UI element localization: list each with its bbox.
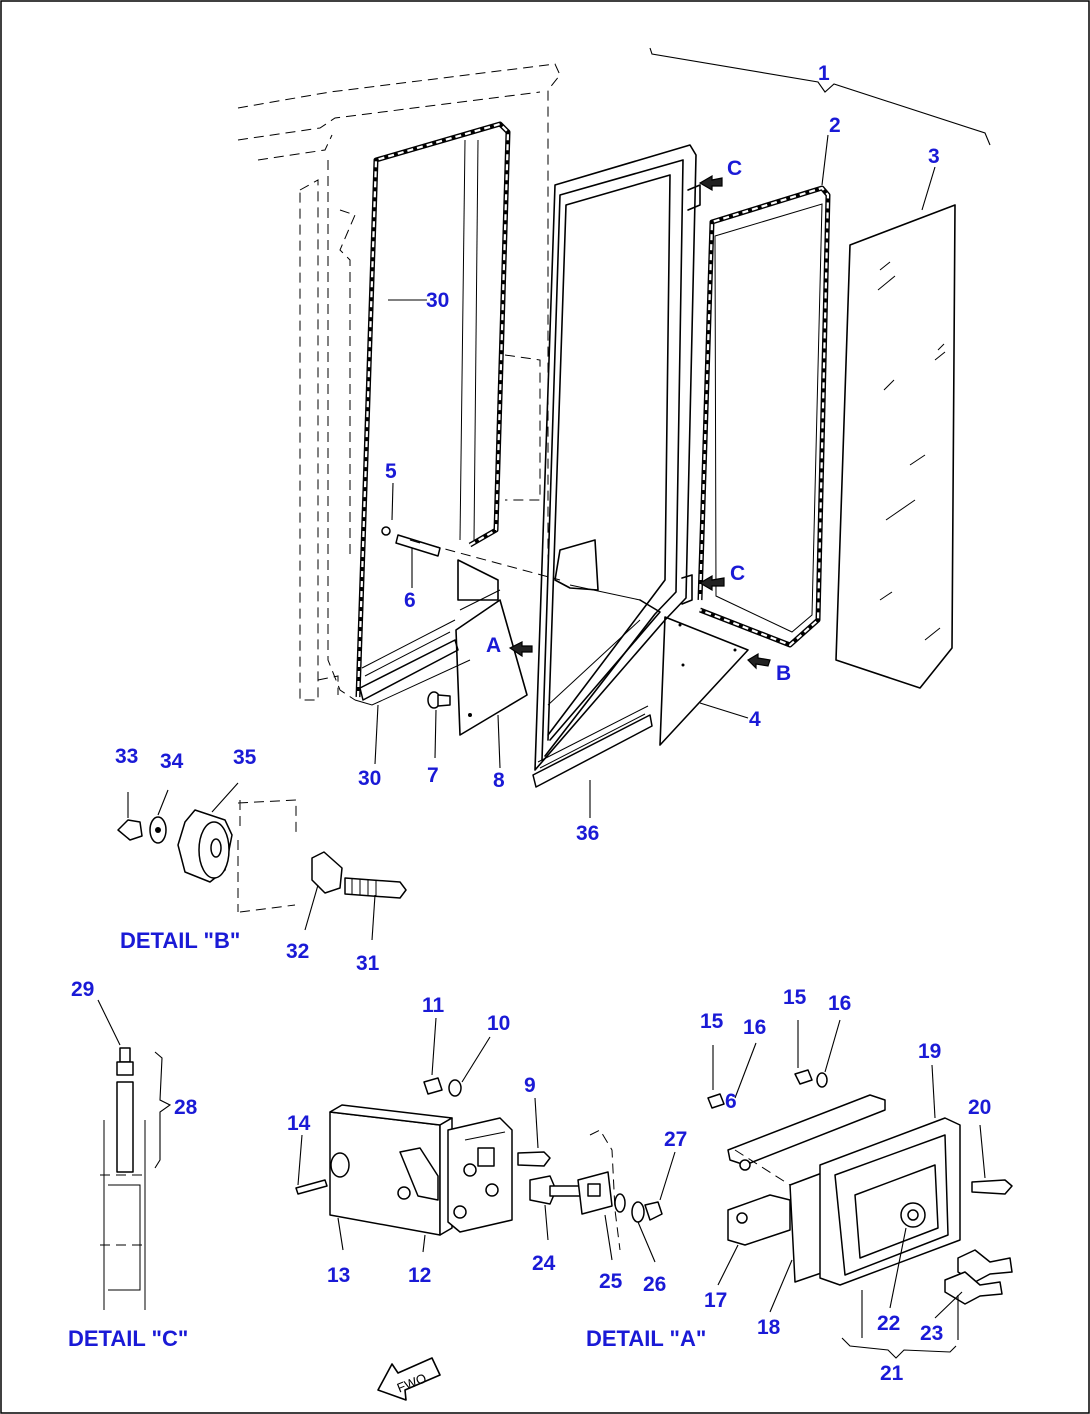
detail-b-roller	[117, 782, 407, 941]
label-6: 6	[404, 589, 416, 612]
label-10: 10	[487, 1012, 510, 1035]
rear-frame-seal-30	[354, 121, 511, 706]
detail-a-lock-assembly	[295, 1017, 1013, 1359]
detail-a-title: DETAIL "A"	[586, 1326, 706, 1351]
label-c-bottom: C	[730, 562, 745, 585]
bolt-7	[427, 691, 451, 709]
label-30-lower: 30	[358, 767, 381, 790]
label-24: 24	[532, 1252, 556, 1275]
cab-body	[237, 63, 561, 701]
label-18: 18	[757, 1316, 781, 1339]
label-c-top: C	[727, 157, 742, 180]
arrow-c-top	[698, 174, 723, 192]
label-12: 12	[408, 1264, 431, 1287]
label-20: 20	[968, 1096, 991, 1119]
detail-c-hinge-pin	[97, 999, 172, 1310]
label-31: 31	[356, 952, 380, 975]
label-35: 35	[233, 746, 257, 769]
label-17: 17	[704, 1289, 727, 1312]
label-9: 9	[524, 1074, 536, 1097]
label-13: 13	[327, 1264, 350, 1287]
label-6-b: 6	[725, 1090, 737, 1113]
label-4: 4	[749, 708, 761, 731]
label-15-b: 15	[783, 986, 807, 1009]
label-1: 1	[818, 62, 830, 85]
label-2: 2	[829, 114, 841, 137]
label-5: 5	[385, 460, 397, 483]
label-16-a: 16	[743, 1016, 766, 1039]
lower-panel-4	[659, 616, 749, 746]
label-19: 19	[918, 1040, 941, 1063]
arrow-c-bottom	[698, 574, 725, 592]
label-3: 3	[928, 145, 940, 168]
lower-rail	[359, 619, 459, 701]
forward-arrow: FWO	[377, 1357, 441, 1401]
label-27: 27	[664, 1128, 687, 1151]
label-26: 26	[643, 1273, 666, 1296]
door-glass-3	[835, 204, 956, 689]
label-22: 22	[877, 1312, 900, 1335]
label-34: 34	[160, 750, 184, 773]
label-29: 29	[71, 978, 94, 1001]
label-11: 11	[422, 994, 445, 1017]
label-a: A	[486, 634, 501, 657]
glass-seal-2	[697, 185, 831, 648]
fwo-text: FWO	[395, 1370, 429, 1395]
detail-c-title: DETAIL "C"	[68, 1326, 188, 1351]
plate-8	[455, 559, 528, 736]
bolt-5-6	[381, 526, 441, 557]
label-23: 23	[920, 1322, 943, 1345]
label-16-b: 16	[828, 992, 851, 1015]
bracket-1	[649, 47, 991, 146]
label-21: 21	[880, 1362, 904, 1385]
label-28: 28	[174, 1096, 198, 1119]
label-b: B	[776, 662, 791, 685]
label-8: 8	[493, 769, 505, 792]
label-36: 36	[576, 822, 599, 845]
label-15-a: 15	[700, 1010, 724, 1033]
door-frame	[532, 144, 701, 788]
detail-b-title: DETAIL "B"	[120, 928, 240, 953]
arrow-a	[508, 641, 533, 658]
label-30-upper: 30	[426, 289, 449, 312]
label-7: 7	[427, 764, 439, 787]
label-25: 25	[599, 1270, 623, 1293]
label-33: 33	[115, 745, 138, 768]
main-leaders	[374, 134, 936, 818]
label-14: 14	[287, 1112, 311, 1135]
label-32: 32	[286, 940, 309, 963]
arrow-b	[747, 652, 771, 670]
